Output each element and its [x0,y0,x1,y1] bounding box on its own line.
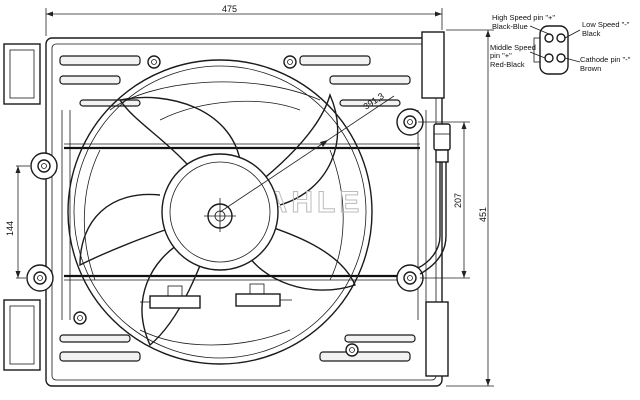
mounting-boss-top-right [283,55,297,69]
middle-speed-pin-sign: pin "+" [490,51,512,60]
middle-speed-pin-label: Middle Speed [490,43,536,52]
mounting-boss-right-upper [396,108,424,136]
harness-connector [433,123,451,163]
dimension-left-height: 144 [5,165,30,279]
high-speed-pin-label: High Speed pin "+" [492,13,555,22]
right-bracket-top [421,31,445,99]
fan-ring [67,59,373,365]
cathode-wire-color: Brown [580,64,601,73]
dimension-total-height: 451 [446,29,494,387]
high-speed-wire-color: Black-Blue [492,22,528,31]
connector-pinout [529,25,581,75]
left-bracket-bottom [3,299,41,371]
mounting-boss-right-lower [396,264,424,292]
mounting-boss-bottom-left [73,311,87,325]
dimension-total-height-label: 451 [478,207,488,222]
low-speed-wire-color: Black [582,29,601,38]
cathode-pin-label: Cathode pin "-" [580,55,631,64]
dimension-radius-label: 391,3 [362,91,386,112]
dimension-inner-height-label: 207 [453,193,463,208]
right-bracket-bottom [425,301,449,377]
dimension-left-height-label: 144 [5,221,15,236]
mounting-boss-top-left [147,55,161,69]
mounting-boss-bottom-right [345,343,359,357]
middle-speed-wire-color: Red-Black [490,60,525,69]
left-bracket-top [3,43,41,105]
dimension-inner-height: 207 [418,121,470,279]
low-speed-pin-label: Low Speed "-" [582,20,630,29]
shroud-frame [45,37,443,387]
wire-harness [417,132,447,275]
mounting-boss-left-lower [26,264,54,292]
resistor-module-right [235,283,292,307]
dimension-width: 475 [45,4,443,36]
mounting-boss-left-upper [30,152,58,180]
resistor-module-left [140,285,201,309]
dimension-width-label: 475 [222,4,237,14]
